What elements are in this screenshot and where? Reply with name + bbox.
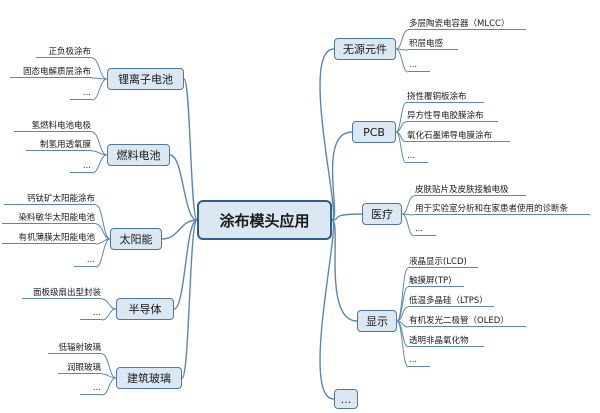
leaf-item: 氢燃料电池电极 [14,118,92,132]
leaf-item: ... [74,253,96,267]
leaf-item: 触摸屏(TP) [408,273,464,287]
connector-line [101,353,117,379]
branch-semiconductor: 半导体 [116,298,174,320]
leaf-item: ... [414,222,436,236]
branch-solar: 太阳能 [110,228,162,250]
branch-display: 显示 [357,310,397,332]
branch-architectural-glass: 建筑玻璃 [116,367,182,389]
leaf-item: ... [70,86,92,100]
leaf-item: 多层陶瓷电容器（MLCC） [408,16,526,30]
leaf-item: 低辐射玻璃 [48,340,102,354]
connector-line [91,78,108,101]
leaf-item: 有机发光二极管（OLED） [408,313,526,327]
branch-medical: 医疗 [362,203,402,225]
connector-line [395,102,407,133]
leaf-item: ... [80,306,102,320]
leaf-item: 异方性导电胶膜涂布 [406,108,498,122]
connector-line [331,219,358,322]
connector-line [101,308,117,321]
connector-line [95,204,111,240]
leaf-item: ... [70,159,92,173]
connector-line [101,373,117,379]
branch-more: ... [334,389,358,409]
connector-line [396,320,409,368]
leaf-item: 用于实验室分析和在家患者使用的诊断条 [414,201,590,215]
connector-line [331,213,363,221]
leaf-item: 氧化石墨烯导电膜涂布 [406,128,510,142]
leaf-item: 积层电感 [408,36,458,50]
connector-line [396,306,409,322]
connector-line [95,238,111,268]
leaf-item: 制氢用透氧膜 [26,137,92,151]
leaf-item: 有机薄膜太阳能电池 [2,230,96,244]
connector-line [95,223,111,240]
leaf-item: ... [80,381,102,395]
connector-line [401,195,415,215]
leaf-item: 固态电解质层涂布 [10,64,92,78]
connector-line [331,131,353,221]
leaf-item: ... [408,353,430,367]
connector-line [395,131,407,164]
connector-line [101,298,117,310]
leaf-item: ... [408,58,430,72]
leaf-item: 皮肤贴片及皮肤接触电极 [414,182,526,196]
connector-line [401,213,415,237]
connector-line [101,377,117,396]
leaf-item: 正负极涂布 [36,44,92,58]
connector-line [181,219,198,379]
leaf-item: 液晶显示(LCD) [408,254,478,268]
connector-line [319,48,335,221]
connector-line [91,131,108,156]
leaf-item: 润眼玻璃 [58,360,102,374]
branch-fuel-cell: 燃料电池 [107,144,170,166]
connector-line [173,219,198,310]
connector-line [319,219,335,400]
leaf-item: 低温多晶硅（LTPS） [408,293,494,307]
branch-lithium-battery: 锂离子电池 [107,68,184,90]
connector-line [91,57,108,80]
leaf-item: ... [406,149,428,163]
leaf-item: 挠性覆铜板涂布 [406,89,484,103]
connector-line [395,48,409,73]
connector-line [396,286,409,322]
branch-pcb: PCB [352,121,396,143]
branch-passive-components: 无源元件 [334,38,396,60]
leaf-item: 透明非晶氧化物 [408,333,484,347]
leaf-item: 面板级扇出型封装 [22,285,102,299]
leaf-item: 染料敏华太阳能电池 [2,210,96,224]
leaf-item: 钙钛矿太阳能涂布 [4,191,96,205]
root-node: 涂布模头应用 [197,200,332,240]
connector-line [183,78,198,221]
connector-line [91,154,108,174]
connector-line [161,219,198,240]
connector-line [91,150,108,156]
connector-line [395,29,409,50]
connector-line [169,154,198,221]
